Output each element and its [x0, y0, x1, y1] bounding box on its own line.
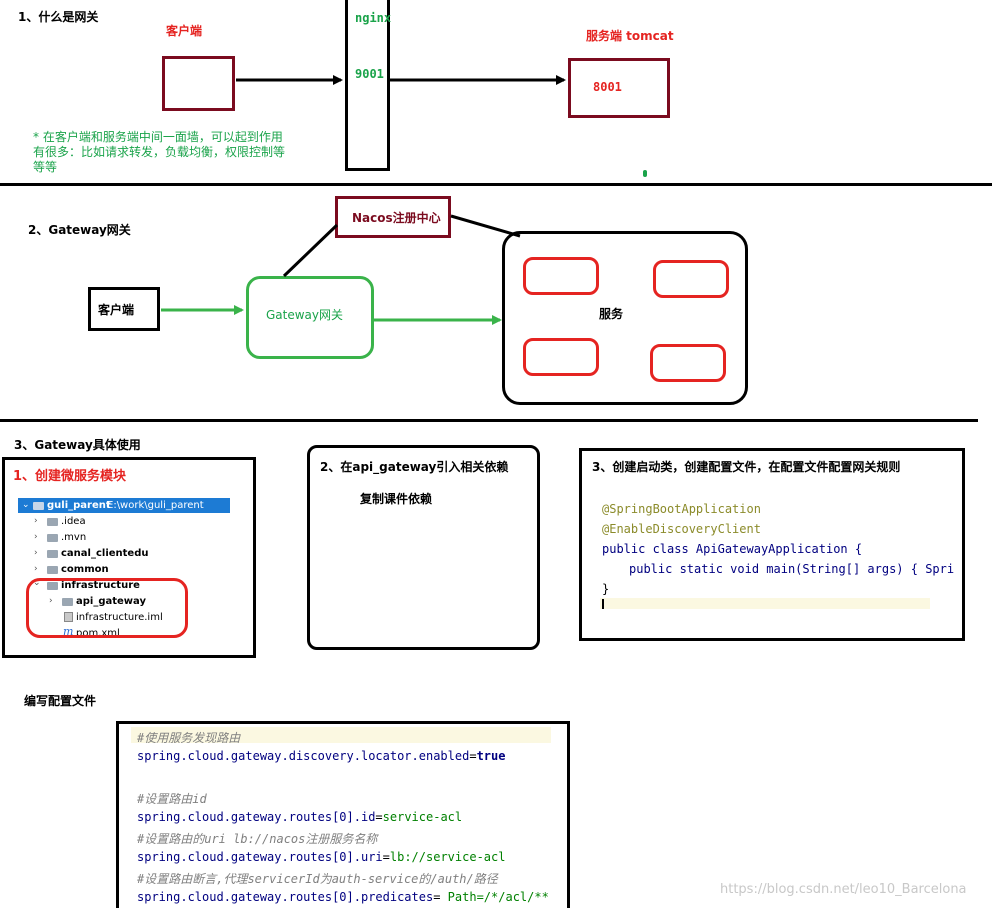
step2-subtitle: 复制课件依赖: [360, 492, 433, 506]
config-key-2: spring.cloud.gateway.routes[0].id: [137, 810, 376, 824]
s2-nacos-label: Nacos注册中心: [352, 211, 441, 225]
s1-note-line2: 有很多：比如请求转发，负载均衡，权限控制等: [33, 145, 286, 159]
s2-gateway-box: [246, 276, 374, 359]
project-tree-panel: 1、创建微服务模块 ⌄ guli_parent E:\work\guli_par…: [2, 457, 256, 658]
code-main-method: public static void main(String[] args) {…: [629, 562, 955, 576]
step2-panel: 2、在api_gateway引入相关依赖 复制课件依赖: [307, 445, 540, 650]
service-3: [523, 338, 599, 376]
config-val-4: Path=/*/acl/**: [440, 890, 549, 904]
s1-server-port: 8001: [593, 80, 622, 94]
s2-services-label: 服务: [599, 307, 624, 321]
s2-gateway-label: Gateway网关: [266, 308, 344, 322]
chevron-right-icon[interactable]: ›: [34, 532, 38, 542]
chevron-right-icon[interactable]: ›: [49, 596, 53, 606]
chevron-right-icon[interactable]: ›: [34, 564, 38, 574]
chevron-right-icon[interactable]: ›: [34, 548, 38, 558]
s2-services-box: [502, 231, 748, 405]
config-val-3: lb://service-acl: [389, 850, 506, 864]
s1-nginx-port: 9001: [355, 67, 384, 81]
s2-line-nacos-services: [450, 214, 521, 238]
current-line-highlight: [600, 598, 930, 609]
code-closing-brace: }: [602, 582, 610, 596]
folder-icon: [62, 598, 73, 606]
s1-server-label: 服务端 tomcat: [586, 29, 674, 43]
tree-item-root[interactable]: guli_parent: [47, 500, 111, 511]
s1-note-line3: 等等: [33, 160, 58, 174]
config-line-2: spring.cloud.gateway.routes[0].id=servic…: [137, 810, 463, 824]
step3-title: 3、创建启动类，创建配置文件，在配置文件配置网关规则: [592, 460, 901, 474]
chevron-down-icon[interactable]: ⌄: [22, 500, 30, 510]
folder-icon: [47, 566, 58, 574]
s1-nginx-box: [345, 0, 390, 171]
s2-client-box: [88, 287, 160, 331]
folder-icon: [47, 582, 58, 590]
step3-panel: 3、创建启动类，创建配置文件，在配置文件配置网关规则 @SpringBootAp…: [579, 448, 965, 641]
file-icon: [64, 612, 73, 622]
config-title: 编写配置文件: [24, 694, 97, 708]
s1-client-label: 客户端: [166, 24, 203, 38]
config-key-4: spring.cloud.gateway.routes[0].predicate…: [137, 890, 434, 904]
code-annotation-2: @EnableDiscoveryClient: [602, 522, 761, 536]
watermark: https://blog.csdn.net/leo10_Barcelona: [720, 882, 967, 897]
tree-item-mvn[interactable]: .mvn: [61, 532, 87, 543]
tree-item-infrastructure[interactable]: infrastructure: [61, 580, 140, 591]
folder-icon: [33, 502, 44, 510]
service-2: [653, 260, 729, 298]
s2-nacos-box: [335, 196, 451, 238]
service-4: [650, 344, 726, 382]
code-class-decl: public class ApiGatewayApplication {: [602, 542, 863, 556]
s1-client-box: [162, 56, 235, 111]
s2-line-gateway-nacos: [282, 223, 339, 278]
s1-server-box: [568, 58, 670, 118]
highlight-oval: [26, 578, 188, 638]
divider-2: [0, 419, 978, 422]
tree-root-path: E:\work\guli_parent: [107, 500, 204, 511]
config-line-3: spring.cloud.gateway.routes[0].uri=lb://…: [137, 850, 506, 864]
config-comment-1: #使用服务发现路由: [137, 731, 241, 745]
s1-nginx-label: nginx: [355, 11, 392, 25]
tree-item-canal[interactable]: canal_clientedu: [61, 548, 149, 559]
green-dot: [643, 170, 647, 177]
folder-icon: [47, 518, 58, 526]
config-key-3: spring.cloud.gateway.routes[0].uri: [137, 850, 383, 864]
tree-item-iml[interactable]: infrastructure.iml: [76, 612, 163, 623]
config-comment-3: #设置路由的uri lb://nacos注册服务名称: [137, 832, 378, 846]
folder-icon: [47, 534, 58, 542]
tree-item-api-gateway[interactable]: api_gateway: [76, 596, 146, 607]
folder-icon: [47, 550, 58, 558]
tree-item-pom[interactable]: pom.xml: [76, 628, 120, 639]
s2-client-label: 客户端: [98, 303, 135, 317]
config-comment-4: #设置路由断言,代理servicerId为auth-service的/auth/…: [137, 872, 498, 886]
config-line-1: spring.cloud.gateway.discovery.locator.e…: [137, 749, 506, 763]
config-val-1: true: [476, 749, 506, 763]
maven-icon: m: [63, 625, 74, 638]
divider-1: [0, 183, 992, 186]
s1-note-line1: * 在客户端和服务端中间一面墙，可以起到作用: [33, 130, 283, 144]
tree-selected-row[interactable]: [18, 498, 230, 513]
config-line-4: spring.cloud.gateway.routes[0].predicate…: [137, 890, 549, 904]
config-val-2: service-acl: [382, 810, 463, 824]
step1-title: 1、创建微服务模块: [13, 469, 127, 484]
section1-title: 1、什么是网关: [18, 10, 99, 24]
section3-title: 3、Gateway具体使用: [14, 438, 141, 452]
config-key-1: spring.cloud.gateway.discovery.locator.e…: [137, 749, 470, 763]
text-cursor: [602, 599, 604, 609]
section2-title: 2、Gateway网关: [28, 223, 131, 237]
current-line-highlight: [131, 727, 551, 743]
step2-title: 2、在api_gateway引入相关依赖: [320, 460, 509, 474]
config-comment-2: #设置路由id: [137, 792, 207, 806]
tree-item-common[interactable]: common: [61, 564, 109, 575]
tree-item-idea[interactable]: .idea: [61, 516, 86, 527]
chevron-right-icon[interactable]: ›: [34, 516, 38, 526]
service-1: [523, 257, 599, 295]
config-code-panel: #使用服务发现路由 spring.cloud.gateway.discovery…: [116, 721, 570, 908]
code-annotation-1: @SpringBootApplication: [602, 502, 761, 516]
